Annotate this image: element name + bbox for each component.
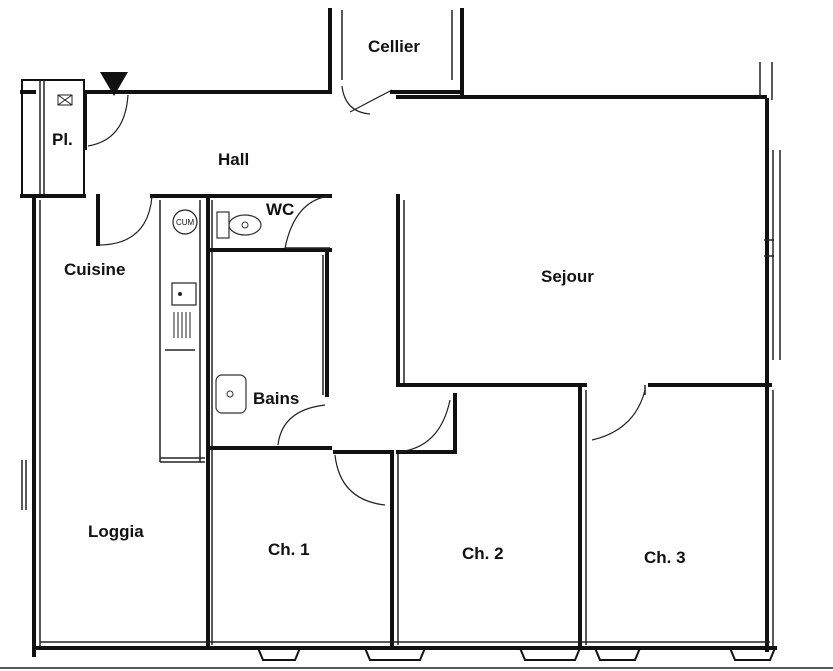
sejour-walls [396, 98, 781, 387]
room-label-ch1: Ch. 1 [268, 540, 310, 559]
drainer-icon [173, 312, 191, 338]
washer-icon [172, 209, 198, 235]
room-label-cellier: Cellier [368, 37, 420, 56]
toilet-icon [216, 211, 262, 239]
room-label-bains: Bains [253, 389, 299, 408]
bedroom-walls [333, 383, 774, 652]
basin-icon [215, 374, 247, 414]
entrance-arrow-icon [100, 72, 128, 96]
cupboard-label: Pl. [52, 130, 73, 149]
kitchen-counter: CUM [150, 194, 332, 463]
room-label-ch3: Ch. 3 [644, 548, 686, 567]
room-label-wc: WC [266, 200, 294, 219]
room-label-sejour: Sejour [541, 267, 594, 286]
bath-walls [206, 194, 332, 647]
room-label-ch2: Ch. 2 [462, 544, 504, 563]
entrance [83, 72, 129, 150]
top-walls [83, 62, 773, 100]
room-label-hall: Hall [218, 150, 249, 169]
cellier-walls [328, 8, 464, 115]
washer-label: CUM [176, 218, 195, 227]
cuisine-walls [21, 194, 153, 657]
room-label-loggia: Loggia [88, 522, 144, 541]
room-label-cuisine: Cuisine [64, 260, 125, 279]
bottom-wall [0, 641, 833, 669]
sink-icon [171, 282, 197, 306]
cupboard-block: Pl. [20, 79, 86, 198]
